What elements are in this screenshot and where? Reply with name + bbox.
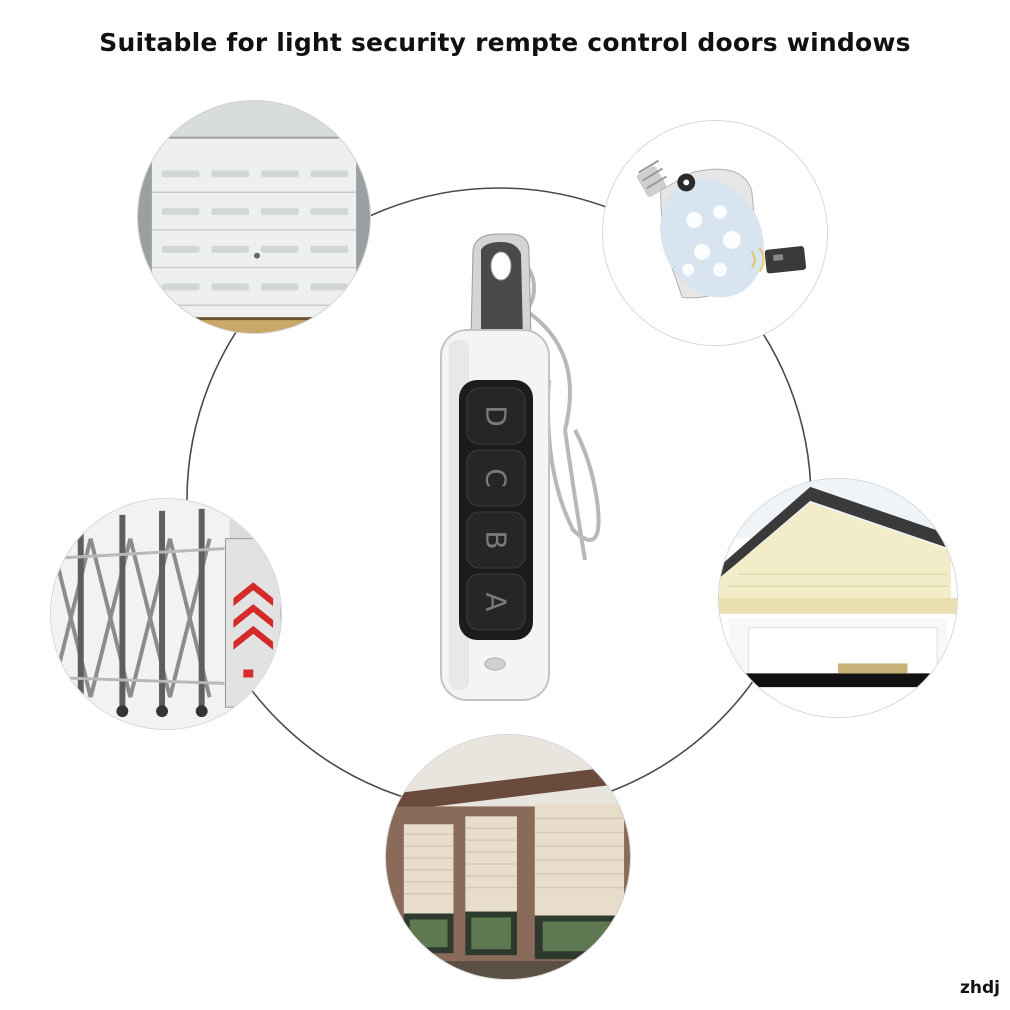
remote-control: D C B A: [425, 230, 625, 710]
house-garage-scene: [718, 478, 958, 718]
remote-button-label-b: B: [480, 530, 513, 549]
roller-shutter-scene: [385, 734, 631, 980]
headline: Suitable for light security rempte contr…: [99, 28, 911, 57]
remote-button-a[interactable]: [466, 573, 526, 631]
watermark: zhdj: [960, 978, 1000, 998]
garage-door-scene: [137, 100, 371, 334]
remote-button-b[interactable]: [466, 511, 526, 569]
remote-button-label-c: C: [480, 468, 513, 488]
retractable-gate-scene: [50, 498, 282, 730]
remote-button-label-a: A: [480, 592, 513, 611]
led-bulb-scene: [602, 120, 828, 346]
remote-button-d[interactable]: [466, 387, 526, 445]
remote-button-label-d: D: [480, 405, 513, 427]
remote-button-c[interactable]: [466, 449, 526, 507]
